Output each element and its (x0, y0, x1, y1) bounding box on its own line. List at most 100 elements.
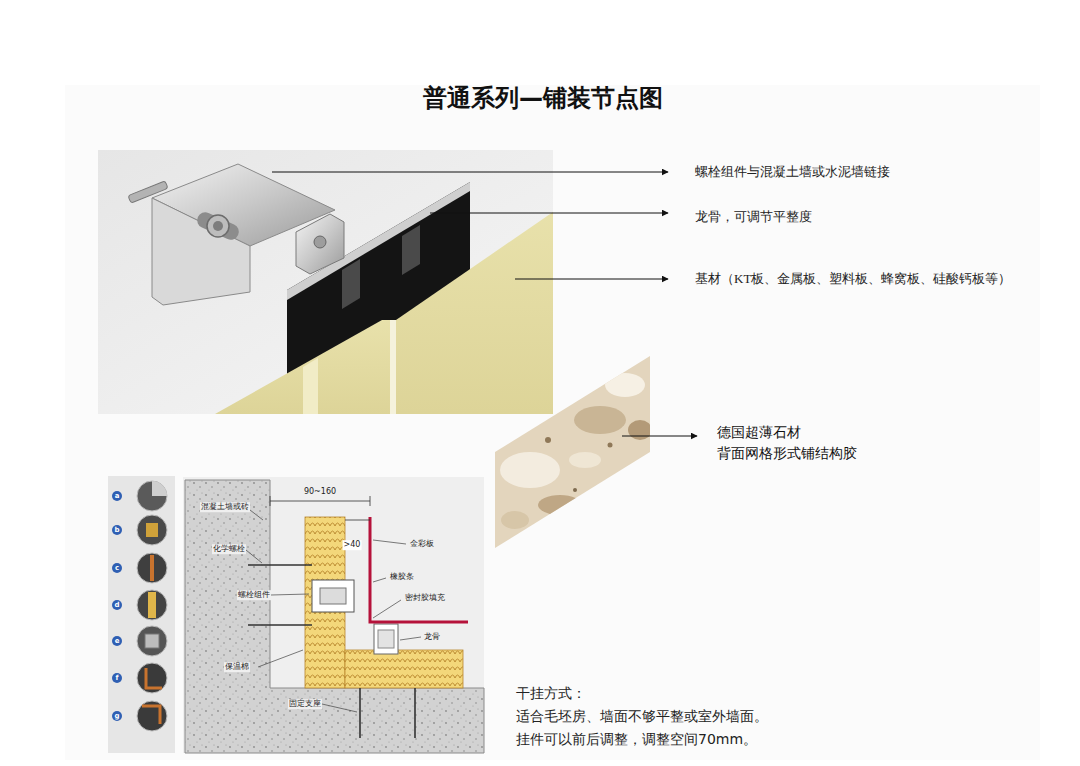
insulation (305, 517, 345, 688)
panel (396, 212, 553, 414)
icon (137, 701, 167, 731)
callout-letter: d (114, 601, 119, 609)
part-name: 橡胶条 (389, 572, 415, 582)
stone-sample (490, 350, 655, 550)
leader-line (430, 213, 668, 214)
leader-line (622, 436, 697, 437)
metal-panel (370, 517, 468, 622)
section-ground (183, 477, 484, 753)
keel-section (374, 624, 398, 654)
icon (152, 481, 167, 496)
render-3d (98, 150, 553, 414)
part-name: 保温棉 (224, 662, 250, 672)
strip-ground (108, 476, 175, 753)
stone-vein (569, 452, 601, 468)
concrete-wall (185, 480, 484, 753)
callout-letter: f (115, 674, 118, 682)
bolt-assembly (312, 580, 354, 612)
stone-vein (628, 420, 652, 440)
part-leaders (246, 550, 262, 563)
page-title: 普通系列—铺装节点图 (423, 84, 663, 113)
dimension (345, 520, 370, 521)
chemical-bolts (248, 565, 415, 738)
callout-text: 螺栓组件与混凝土墙或水泥墙链接 (695, 164, 890, 180)
dimension (370, 496, 371, 506)
section-drawing (183, 477, 484, 753)
icon (137, 590, 167, 620)
callout-text: 适合毛坯房、墙面不够平整或室外墙面。 (516, 708, 768, 725)
callout-letter: c (115, 564, 119, 572)
dimension (270, 501, 370, 502)
part-leaders (258, 650, 303, 667)
letter-dots (112, 711, 122, 721)
letter-dots (112, 525, 122, 535)
keel-slot (402, 225, 420, 275)
letter-dots (112, 673, 122, 683)
part-name: 金彩板 (409, 539, 435, 549)
part-name: 90~160 (303, 487, 337, 497)
part-name: 固定支座 (288, 699, 322, 709)
stone-vein (500, 452, 560, 488)
bolt-core (213, 221, 223, 231)
icon (137, 481, 167, 511)
callout-letter: b (114, 526, 119, 534)
callout-text: 龙骨，可调节平整度 (695, 209, 812, 225)
leader-line (515, 279, 668, 280)
callout-text: 背面网格形式铺结构胶 (717, 445, 857, 462)
part-name: 混凝土墙或砖 (200, 502, 250, 512)
clip-bolt (314, 236, 326, 248)
dimension (270, 496, 271, 506)
part-leaders (322, 704, 357, 712)
icon (137, 663, 167, 693)
panel-joint (390, 320, 396, 414)
part-leaders (250, 510, 263, 520)
stone-speck (545, 437, 551, 443)
stone-vein (538, 495, 582, 515)
icon (137, 553, 167, 583)
leader-line (272, 172, 668, 173)
callout-letter: a (115, 492, 120, 500)
part-name: 密封胶填充 (404, 593, 446, 603)
callout-text: 德国超薄石材 (717, 424, 801, 441)
letter-dots (112, 636, 122, 646)
part-leaders (373, 540, 406, 544)
part-leaders (373, 600, 401, 618)
icon (137, 481, 167, 511)
keel-section (378, 630, 394, 648)
icon (137, 663, 167, 693)
bracket-slot (195, 210, 242, 243)
letter-dots (112, 600, 122, 610)
dimension (270, 496, 370, 520)
bolt (207, 215, 229, 237)
stone-speck (608, 443, 613, 448)
insulation (345, 650, 463, 688)
leader-lines (272, 172, 668, 279)
part-leaders (373, 578, 386, 582)
stone-speck (573, 488, 577, 492)
keel-slot (342, 259, 360, 309)
icon (148, 592, 156, 618)
callout-text: 挂件可以前后调整，调整空间70mm。 (516, 731, 757, 748)
keel-plate (287, 182, 470, 300)
icon (137, 515, 167, 545)
bolt-assembly (320, 588, 346, 604)
callout-text: 基材（KT板、金属板、塑料板、蜂窝板、硅酸钙板等） (695, 271, 1011, 287)
icon (137, 553, 167, 583)
part-name: 螺栓组件 (237, 590, 271, 600)
icon (146, 523, 158, 537)
part-name: 化学螺栓 (212, 544, 246, 554)
callout-letter: e (115, 637, 120, 645)
stone-vein (605, 373, 645, 397)
panel (215, 320, 390, 414)
icon (137, 701, 167, 731)
icon (145, 634, 159, 648)
letter-dots (112, 563, 122, 573)
icon (137, 515, 167, 545)
chemical-bolts (414, 688, 416, 738)
callout-text: 干挂方式： (516, 685, 586, 702)
icon (137, 590, 167, 620)
stone-vein (574, 406, 626, 434)
page-ground (65, 85, 1040, 760)
chemical-bolts (248, 624, 312, 626)
